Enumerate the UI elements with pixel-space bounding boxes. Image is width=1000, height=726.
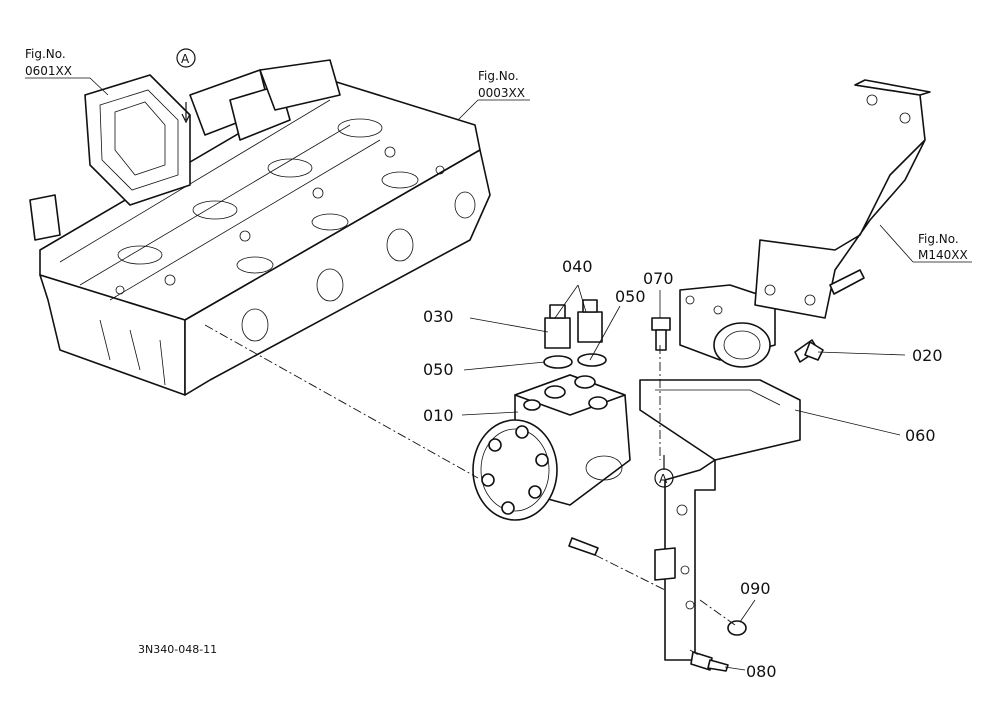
callout-090: 090 xyxy=(740,579,771,598)
callout-080: 080 xyxy=(746,662,777,681)
marker-a-bottom-text: A xyxy=(659,472,668,486)
bolt-020 xyxy=(794,339,824,363)
hose-fittings xyxy=(544,299,603,349)
callout-050-right: 050 xyxy=(615,287,646,306)
fig-ref-number-0003: 0003XX xyxy=(478,86,525,100)
marker-a-top xyxy=(176,48,196,68)
drawing-code: 3N340-048-11 xyxy=(138,643,217,656)
callout-070: 070 xyxy=(643,269,674,288)
callout-020: 020 xyxy=(912,346,943,365)
fig-ref-number-m140: M140XX xyxy=(918,248,968,262)
callout-030: 030 xyxy=(423,307,454,326)
bolt-070 xyxy=(651,317,671,351)
o-ring-left xyxy=(543,355,573,369)
bolt-080 xyxy=(690,651,729,672)
callout-010: 010 xyxy=(423,406,454,425)
upper-bracket xyxy=(754,79,931,319)
o-ring-right xyxy=(577,353,607,367)
mounting-bracket xyxy=(639,284,801,661)
fig-ref-label-m140: Fig.No. xyxy=(918,232,959,246)
callout-040: 040 xyxy=(562,257,593,276)
stud xyxy=(568,537,599,556)
steering-unit xyxy=(472,374,631,521)
marker-a-top-text: A xyxy=(181,52,190,66)
cylinder-head xyxy=(29,59,491,396)
nut-090 xyxy=(727,620,747,636)
marker-a-bottom xyxy=(654,468,674,488)
fig-ref-number-0601: 0601XX xyxy=(25,64,72,78)
callout-050-left: 050 xyxy=(423,360,454,379)
fig-ref-label-0003: Fig.No. xyxy=(478,69,519,83)
callout-060: 060 xyxy=(905,426,936,445)
fig-ref-label-0601: Fig.No. xyxy=(25,47,66,61)
